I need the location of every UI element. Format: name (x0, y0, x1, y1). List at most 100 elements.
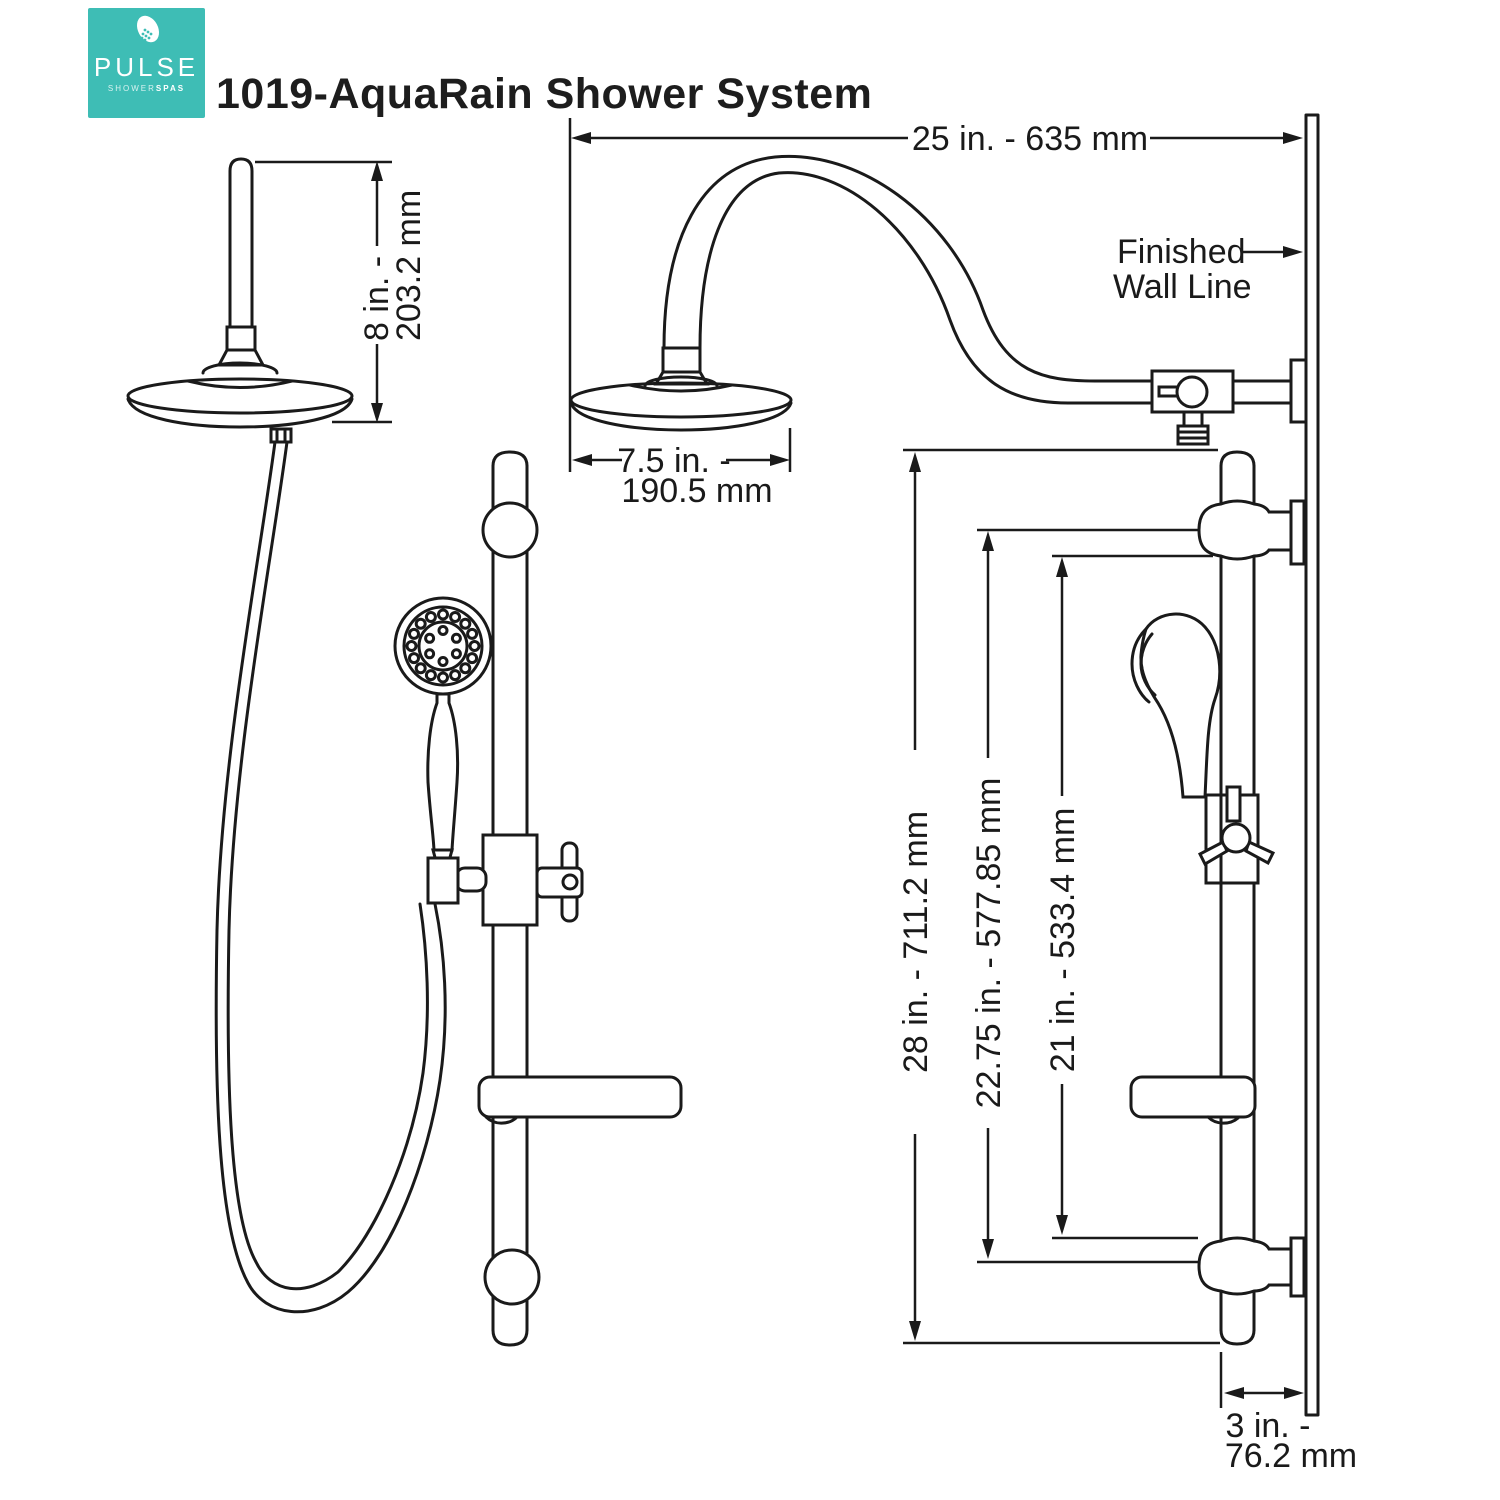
slide-bar-top-cap (1219, 450, 1256, 468)
slide-bar-front-view (393, 450, 683, 1347)
hand-shower-face (393, 596, 493, 696)
dim-bracket-span-text: 22.75 in. - 577.85 mm (970, 778, 1008, 1109)
t-handle-pin (561, 873, 579, 891)
arrow-down-icon (371, 403, 383, 423)
arrow-down-icon (1056, 1215, 1068, 1235)
arrow-left-icon (571, 132, 591, 144)
dim-head-diameter-line2: 190.5 mm (621, 472, 772, 510)
bottom-bracket-flange (1289, 1236, 1306, 1298)
arrow-right-icon (1283, 132, 1303, 144)
dim-bar-length: 28 in. - 711.2 mm (897, 448, 1220, 1345)
dim-bracket-span: 22.75 in. - 577.85 mm (970, 528, 1198, 1264)
arrow-left-icon (572, 454, 592, 466)
shower-head-rim (126, 397, 354, 429)
bottom-wall-bracket (1197, 1236, 1293, 1296)
arrow-up-icon (982, 531, 994, 551)
hose-nut-facets (275, 427, 287, 444)
soap-dish-notch (484, 1115, 518, 1125)
dim-inner-span: 21 in. - 533.4 mm (1044, 554, 1213, 1240)
face-ring (402, 605, 484, 687)
hose-nut (269, 427, 293, 444)
soap-dish-side (1129, 1075, 1257, 1119)
dim-head-height: 8 in. - 203.2 mm (255, 160, 428, 424)
shower-head-rim (569, 401, 793, 432)
dim-inner-span-text: 21 in. - 533.4 mm (1044, 808, 1082, 1073)
pipe-fitting (225, 325, 257, 352)
face-plate-arc1 (1130, 627, 1151, 704)
t-handle-horizontal (535, 866, 584, 899)
ball-joint-dome (201, 361, 279, 375)
face-inner-ring (417, 620, 469, 672)
dim-arm-reach: 25 in. - 635 mm (568, 118, 1303, 472)
face-plate-arc2 (1139, 632, 1157, 697)
knob-top-spoke (1225, 785, 1242, 823)
shower-head-disc (569, 381, 793, 419)
hose-outlet-nipple (1176, 424, 1210, 446)
arrow-down-icon (982, 1239, 994, 1259)
wall-supply-pipe (1231, 379, 1293, 405)
dim-wall-offset-line2: 76.2 mm (1225, 1437, 1357, 1475)
hand-shower-side (1130, 612, 1276, 885)
gooseneck-inner (698, 171, 1154, 405)
pulse-logo: PULSE SHOWERSPAS (88, 8, 205, 118)
arrow-left-icon (1224, 1387, 1244, 1399)
pipe-fitting (661, 346, 702, 374)
bottom-mount-knob (483, 1248, 541, 1306)
bracket-arm (454, 866, 488, 893)
arrow-right-icon (770, 454, 790, 466)
slider-bracket-front (426, 833, 584, 927)
dim-head-height-line1: 8 in. - (358, 256, 396, 341)
top-mount-knob (481, 501, 539, 559)
diverter-valve (1150, 358, 1308, 446)
arrow-right-icon (1284, 1387, 1304, 1399)
dim-wall-offset: 3 in. - 76.2 mm (1219, 1352, 1357, 1475)
soap-dish (477, 1075, 683, 1119)
dim-bar-length-text: 28 in. - 711.2 mm (897, 811, 935, 1073)
dim-arm-reach-text: 25 in. - 635 mm (912, 120, 1148, 158)
arrow-up-icon (909, 452, 921, 472)
hand-shower-front (393, 596, 493, 863)
nipple-ribs (1176, 430, 1210, 440)
wall-label-line1: Finished (1117, 233, 1246, 271)
hand-shower-handle (426, 692, 460, 852)
showerhead-logo-icon (136, 15, 159, 43)
wall-label-line2: Wall Line (1113, 268, 1252, 306)
slide-bar-bottom-cap (1219, 1328, 1256, 1346)
finished-wall: Finished Wall Line (1113, 113, 1320, 1417)
holder-knob (1220, 822, 1252, 854)
overhead-shower-side-view (126, 157, 354, 444)
logo-sub-bold: SPAS (155, 84, 186, 93)
dim-head-height-line2: 203.2 mm (390, 190, 428, 341)
arrow-right-icon (1283, 246, 1303, 258)
shower-head-inner-arc (186, 379, 294, 389)
dim-head-diameter-line1: 7.5 in. - (617, 442, 730, 480)
hose-outer-edge (214, 440, 447, 1314)
arrow-down-icon (909, 1321, 921, 1341)
gooseneck-outer (662, 154, 1154, 383)
slide-bar-bottom-cap (491, 1328, 529, 1347)
valve-knob (1175, 375, 1209, 409)
hose-outlet-stem (1182, 410, 1204, 428)
shower-pipe (228, 157, 254, 329)
soap-dish-notch (1206, 1115, 1240, 1125)
dim-head-diameter: 7.5 in. - 190.5 mm (572, 428, 792, 510)
wall-line (1304, 113, 1320, 1417)
shower-head-inner-arc (628, 383, 734, 393)
top-wall-bracket (1197, 499, 1293, 561)
shower-head-disc (126, 377, 354, 415)
logo-brand-text: PULSE (93, 52, 200, 82)
arrow-up-icon (1056, 557, 1068, 577)
logo-sub-text: SHOWERSPAS (108, 84, 185, 93)
hand-shower-hose (214, 440, 447, 1314)
slide-bar-top-cap (491, 450, 529, 468)
logo-sub-light: SHOWER (107, 84, 156, 93)
hose-inner-edge (226, 440, 429, 1291)
slide-bar-side-view (1129, 450, 1306, 1346)
arrow-up-icon (371, 161, 383, 181)
handle-holder (426, 856, 460, 905)
spray-nozzles (405, 608, 481, 684)
arm-wall-flange (1289, 358, 1308, 424)
top-bracket-flange (1289, 499, 1306, 566)
page-title: 1019-AquaRain Shower System (216, 70, 873, 118)
